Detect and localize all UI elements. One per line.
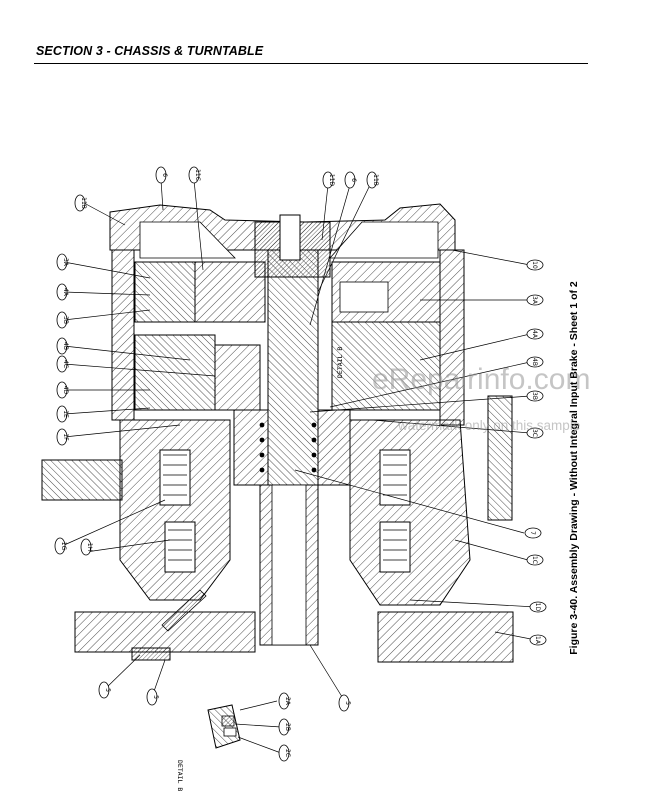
callout-label: 7 [529,531,536,535]
callout-label: 1E [62,410,69,418]
callout-label: 1D [534,603,541,612]
callout-label: 2C [284,749,291,757]
detail-b-label-bottom: DETAIL B [176,760,184,791]
callout-label: 11D [328,174,335,187]
figure-caption: Figure 3-40. Assembly Drawing - Without … [568,281,580,655]
callout-label: 2A [284,697,291,706]
brake-springs [233,409,351,486]
central-shaft [254,214,331,646]
callout-label: 6 [161,173,168,177]
callout-label: 4A [62,288,69,297]
callout-label: 4B [62,342,69,350]
detail-b-label: DETAIL B [336,347,344,378]
leader-lines [61,179,537,754]
callout-label: 4C [62,360,69,368]
callout-label: 11C [194,169,201,181]
callout-label: 11B [372,174,379,186]
callout-label: 2B [284,723,291,731]
callout-label: 4B [531,358,538,366]
callout-label: 1A [534,636,541,645]
callout-label: 4A [531,330,538,339]
section-header: SECTION 3 - CHASSIS & TURNTABLE [36,44,264,58]
callout-label: 10 [531,261,538,269]
callout-label: 3A [531,296,538,305]
callout-label: 5 [344,701,351,705]
detail-b-inset [207,704,241,749]
callout-label: 3C [531,429,538,437]
callout-label: 1F [62,433,69,441]
callout-label: 3A [62,258,69,267]
side-flanges [41,395,513,521]
callout-label: 11B [80,197,87,209]
bottom-flange [74,589,514,663]
callout-label: 1G [60,542,67,551]
callout-labels: 11B 6 11C 11D 6 11B 10 3A 4A 4B 3B 3C 7 … [60,169,541,757]
callout-label: 1C [531,556,538,564]
header-rule [34,63,588,64]
callout-label: 5 [152,695,159,699]
callout-label: 1H [86,543,93,551]
callout-label: 3B [62,316,69,324]
callout-label: 5 [104,688,111,692]
callout-label: 4D [62,386,69,395]
tapered-bearings [159,449,411,573]
callout-label: 3B [531,392,538,400]
callout-balloons [54,166,547,762]
callout-label: 6 [350,178,357,182]
